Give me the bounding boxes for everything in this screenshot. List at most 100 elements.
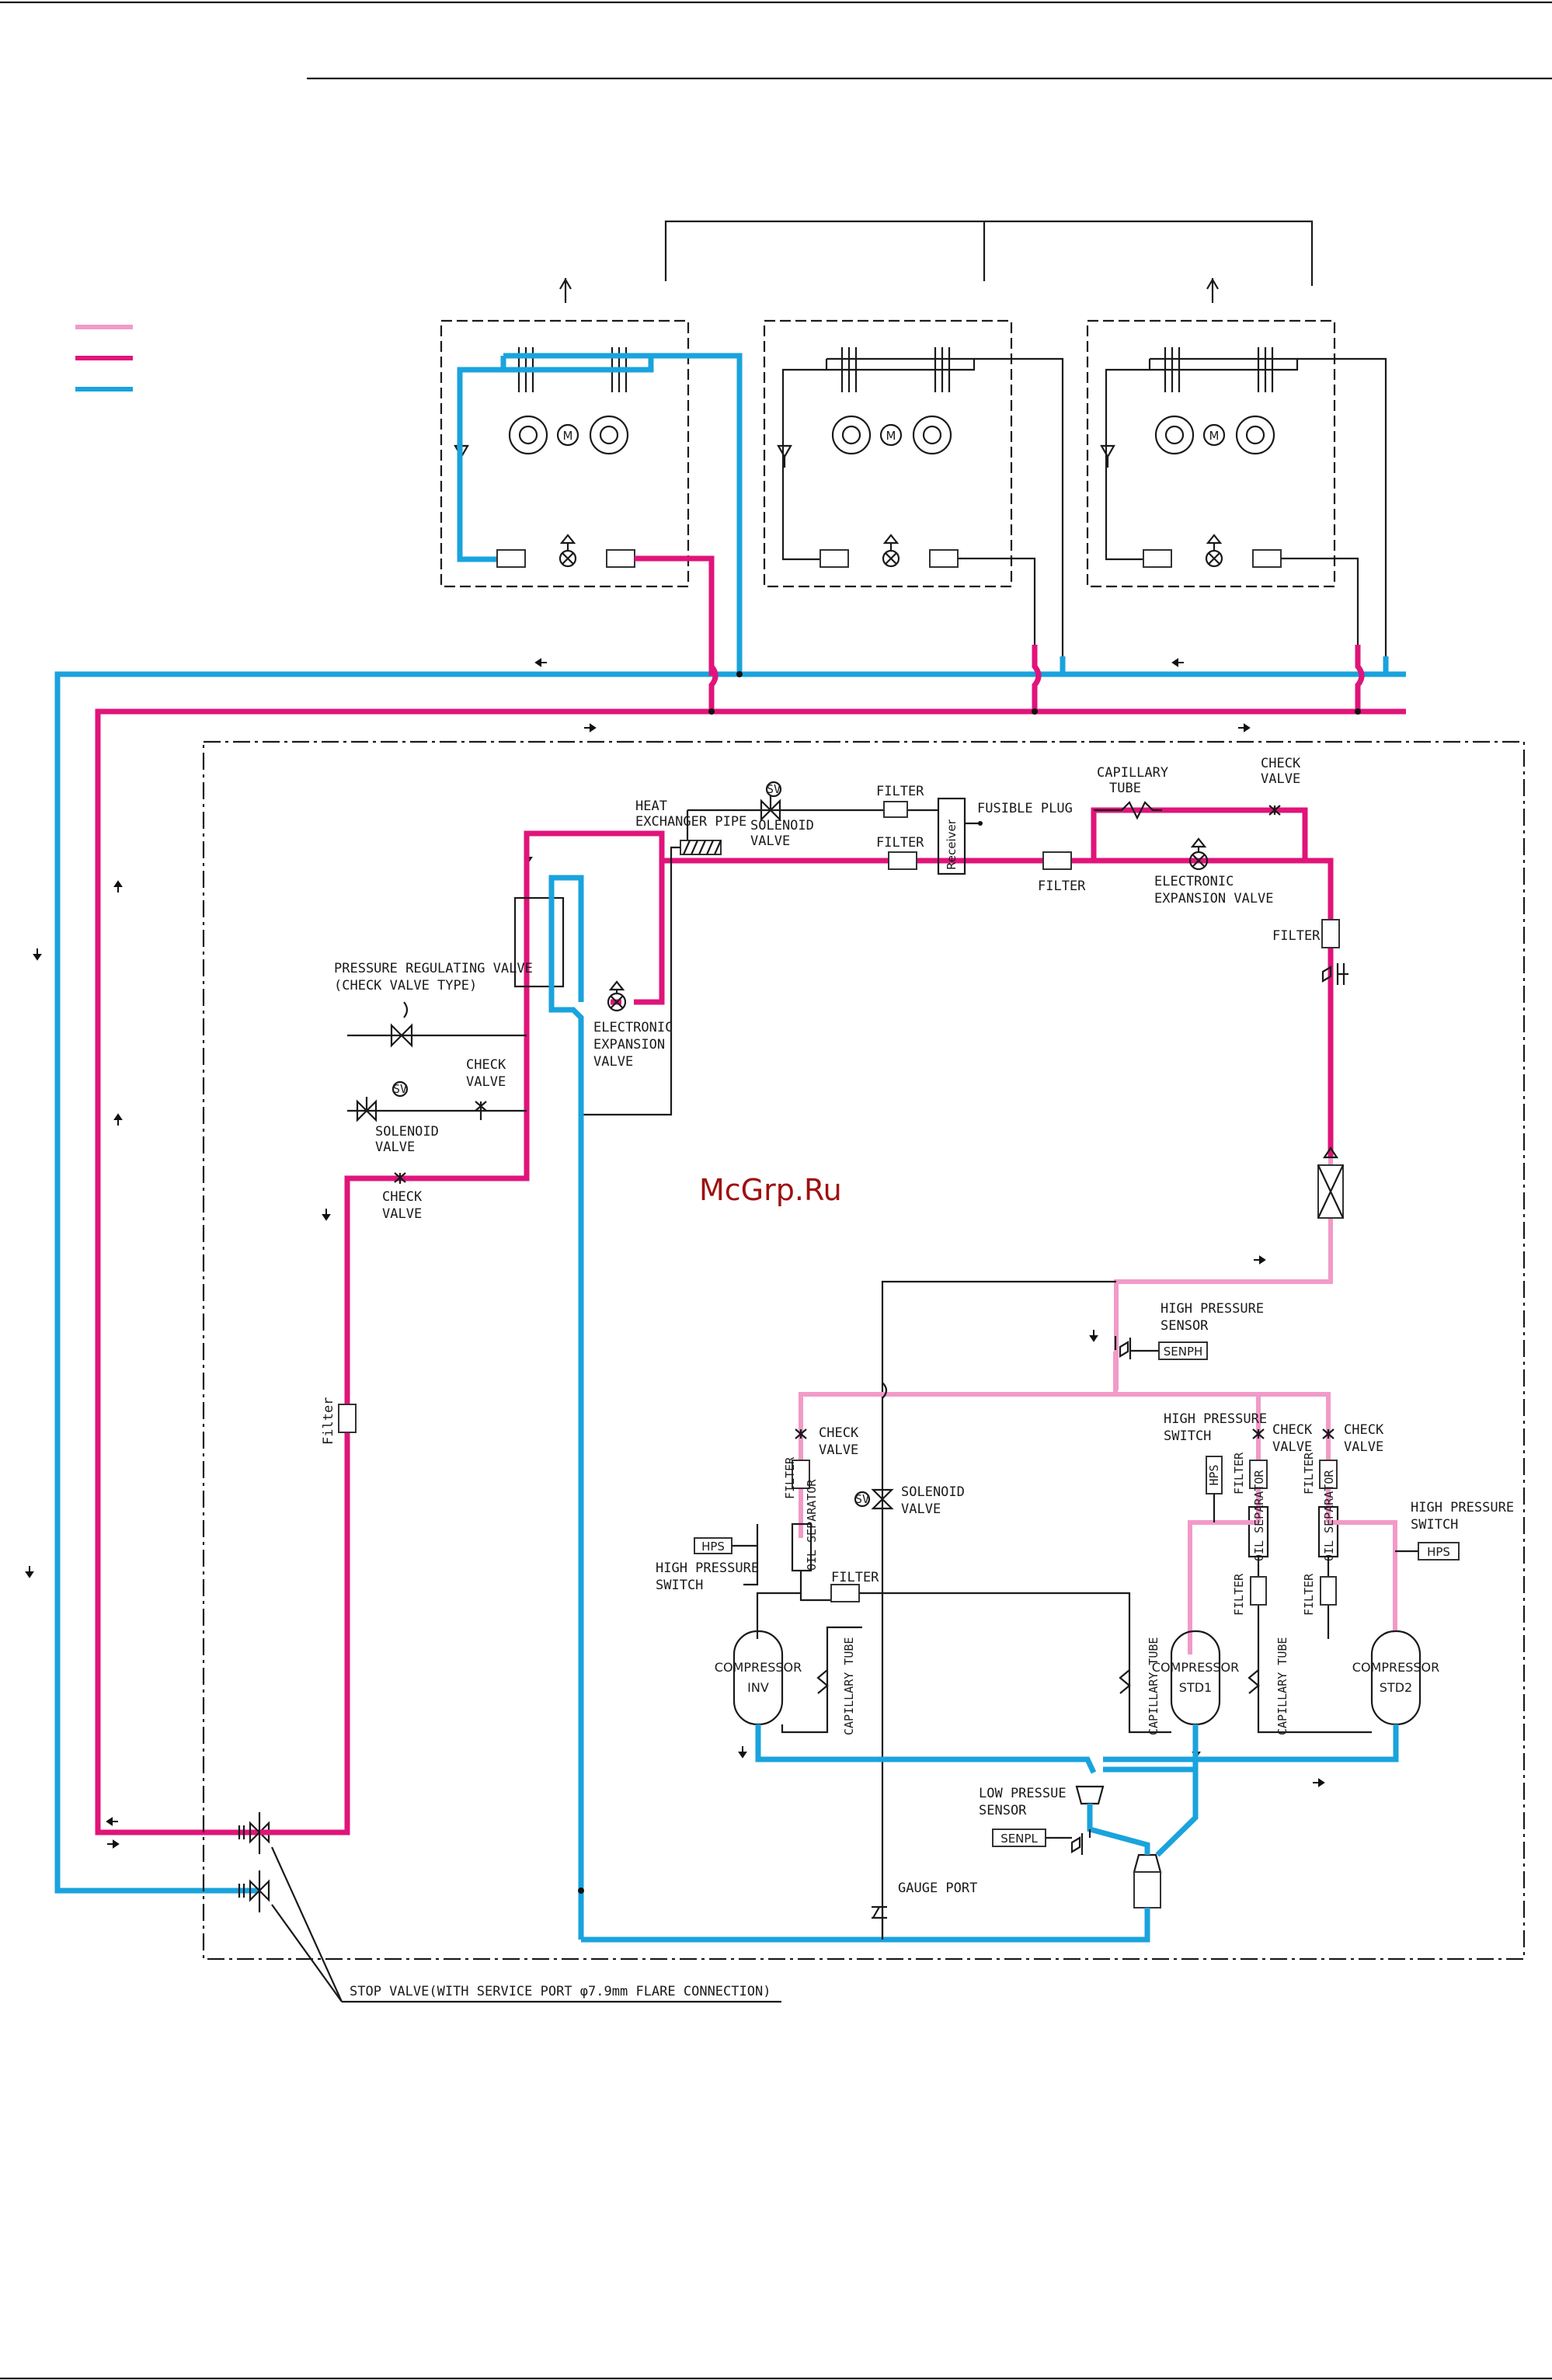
svg-text:FILTER: FILTER	[1038, 879, 1086, 894]
svg-text:HIGH PRESSURE: HIGH PRESSURE	[1161, 1301, 1264, 1317]
subcooling-heat-exchanger	[513, 875, 627, 1940]
svg-text:INV: INV	[747, 1680, 769, 1695]
outdoor-unit-boundary	[202, 740, 1526, 1961]
main-liquid-pipe	[95, 645, 1406, 1835]
svg-text:HEAT: HEAT	[635, 799, 667, 814]
svg-text:GAUGE PORT: GAUGE PORT	[898, 1881, 977, 1896]
compressor-std1-circuit	[1103, 1428, 1269, 1773]
svg-text:FILTER: FILTER	[1302, 1452, 1316, 1494]
labels-compressors: HIGH PRESSURE SENSOR CHECK VALVE SOLENOI…	[656, 1301, 1514, 1896]
svg-text:HIGH PRESSURE: HIGH PRESSURE	[656, 1561, 759, 1576]
svg-text:VALVE: VALVE	[466, 1074, 506, 1090]
svg-text:VALVE: VALVE	[593, 1054, 633, 1070]
receiver-label: Receiver	[945, 819, 959, 870]
svg-text:OIL SEPARATOR: OIL SEPARATOR	[1322, 1470, 1336, 1561]
svg-text:VALVE: VALVE	[1261, 771, 1300, 787]
solenoid-mid: SV	[854, 1488, 894, 1510]
svg-text:STD2: STD2	[1380, 1680, 1412, 1695]
svg-text:COMPRESSOR: COMPRESSOR	[715, 1660, 802, 1675]
svg-text:FUSIBLE PLUG: FUSIBLE PLUG	[977, 801, 1073, 816]
svg-text:COMPRESSOR: COMPRESSOR	[1152, 1660, 1239, 1675]
svg-text:VALVE: VALVE	[901, 1501, 941, 1517]
svg-text:VALVE: VALVE	[375, 1140, 415, 1155]
svg-text:HIGH PRESSURE: HIGH PRESSURE	[1164, 1411, 1267, 1427]
main-gas-pipe	[54, 656, 1406, 1894]
hps-box-left: HPS	[701, 1540, 725, 1554]
svg-text:CHECK: CHECK	[466, 1057, 506, 1073]
svg-text:SWITCH: SWITCH	[656, 1578, 703, 1593]
accumulator: SENPL	[578, 1769, 1199, 1943]
svg-text:FILTER: FILTER	[876, 784, 924, 799]
svg-text:FILTER: FILTER	[1302, 1573, 1316, 1616]
indoor-unit-3: M	[1086, 277, 1387, 674]
svg-text:SV: SV	[855, 1492, 869, 1506]
motor-label: M	[1209, 429, 1220, 443]
watermark: McGrp.Ru	[699, 1173, 842, 1207]
indoor-units-bracket	[664, 220, 1314, 286]
svg-text:FILTER: FILTER	[831, 1570, 879, 1585]
pressure-regulating-loop: SV	[338, 1001, 527, 1433]
svg-text:HPS: HPS	[1207, 1464, 1221, 1485]
svg-text:COMPRESSOR: COMPRESSOR	[1352, 1660, 1439, 1675]
svg-text:CHECK: CHECK	[382, 1189, 423, 1205]
svg-text:CAPILLARY TUBE: CAPILLARY TUBE	[1147, 1637, 1161, 1735]
stop-valve-label: STOP VALVE(WITH SERVICE PORT φ7.9mm FLAR…	[350, 1984, 771, 1999]
svg-text:SV: SV	[767, 782, 781, 796]
motor-label: M	[563, 429, 573, 443]
svg-text:FILTER: FILTER	[783, 1456, 797, 1499]
svg-text:VALVE: VALVE	[819, 1442, 858, 1458]
svg-text:PRESSURE REGULATING VALVE: PRESSURE REGULATING VALVE	[334, 961, 533, 976]
svg-text:VALVE: VALVE	[750, 833, 790, 849]
svg-text:STD1: STD1	[1179, 1680, 1212, 1695]
svg-text:EXCHANGER PIPE: EXCHANGER PIPE	[635, 814, 746, 830]
senpl-box: SENPL	[1000, 1832, 1038, 1846]
indoor-unit-2: M	[763, 319, 1064, 674]
hps-box-right: HPS	[1427, 1545, 1450, 1559]
senph-box: SENPH	[1164, 1345, 1203, 1359]
svg-text:SENSOR: SENSOR	[1161, 1318, 1209, 1334]
svg-text:CHECK: CHECK	[1261, 756, 1301, 771]
svg-text:CAPILLARY TUBE: CAPILLARY TUBE	[842, 1637, 856, 1735]
compressor-std2-circuit: HPS	[1103, 1428, 1460, 1762]
svg-text:VALVE: VALVE	[382, 1206, 422, 1222]
svg-text:OIL SEPARATOR: OIL SEPARATOR	[805, 1479, 819, 1571]
outdoor-liquid-line: Receiver SV	[260, 781, 1348, 1835]
svg-text:FILTER: FILTER	[1272, 928, 1321, 944]
svg-text:CAPILLARY: CAPILLARY	[1097, 765, 1168, 781]
svg-text:HIGH PRESSURE: HIGH PRESSURE	[1411, 1500, 1514, 1515]
svg-text:CAPILLARY TUBE: CAPILLARY TUBE	[1275, 1637, 1289, 1735]
svg-text:EXPANSION VALVE: EXPANSION VALVE	[1154, 891, 1274, 906]
svg-text:LOW PRESSUE: LOW PRESSUE	[979, 1786, 1067, 1801]
svg-text:CHECK: CHECK	[819, 1425, 859, 1441]
svg-text:FILTER: FILTER	[1232, 1452, 1246, 1494]
svg-text:SOLENOID: SOLENOID	[901, 1484, 965, 1500]
svg-text:SWITCH: SWITCH	[1411, 1517, 1458, 1533]
legend	[75, 325, 133, 391]
svg-text:SOLENOID: SOLENOID	[375, 1124, 439, 1140]
svg-text:OIL SEPARATOR: OIL SEPARATOR	[1252, 1470, 1266, 1561]
svg-text:ELECTRONIC: ELECTRONIC	[593, 1020, 673, 1035]
svg-text:SOLENOID: SOLENOID	[750, 818, 814, 833]
discharge-header: SENPH	[799, 1280, 1331, 1940]
labels-left: PRESSURE REGULATING VALVE (CHECK VALVE T…	[321, 961, 673, 1445]
svg-text:FILTER: FILTER	[1232, 1573, 1246, 1616]
svg-text:SV: SV	[393, 1082, 407, 1096]
svg-text:ELECTRONIC: ELECTRONIC	[1154, 874, 1234, 889]
svg-text:CHECK: CHECK	[1272, 1422, 1313, 1438]
svg-text:CHECK: CHECK	[1344, 1422, 1384, 1438]
stop-valves: STOP VALVE(WITH SERVICE PORT φ7.9mm FLAR…	[238, 1812, 781, 2003]
svg-text:SWITCH: SWITCH	[1164, 1428, 1211, 1444]
svg-text:Filter: Filter	[321, 1397, 336, 1445]
svg-text:TUBE: TUBE	[1109, 781, 1141, 796]
compressor-inv-circuit: HPS	[694, 1428, 1131, 1774]
svg-text:VALVE: VALVE	[1272, 1439, 1312, 1455]
svg-text:FILTER: FILTER	[876, 835, 924, 851]
indoor-unit-1: M	[440, 277, 743, 676]
svg-text:SENSOR: SENSOR	[979, 1803, 1027, 1818]
svg-text:(CHECK VALVE TYPE): (CHECK VALVE TYPE)	[334, 978, 477, 993]
svg-text:VALVE: VALVE	[1344, 1439, 1383, 1455]
labels-top: HEAT EXCHANGER PIPE SOLENOID VALVE FILTE…	[635, 756, 1321, 944]
motor-label: M	[886, 429, 896, 443]
svg-text:EXPANSION: EXPANSION	[593, 1037, 665, 1053]
